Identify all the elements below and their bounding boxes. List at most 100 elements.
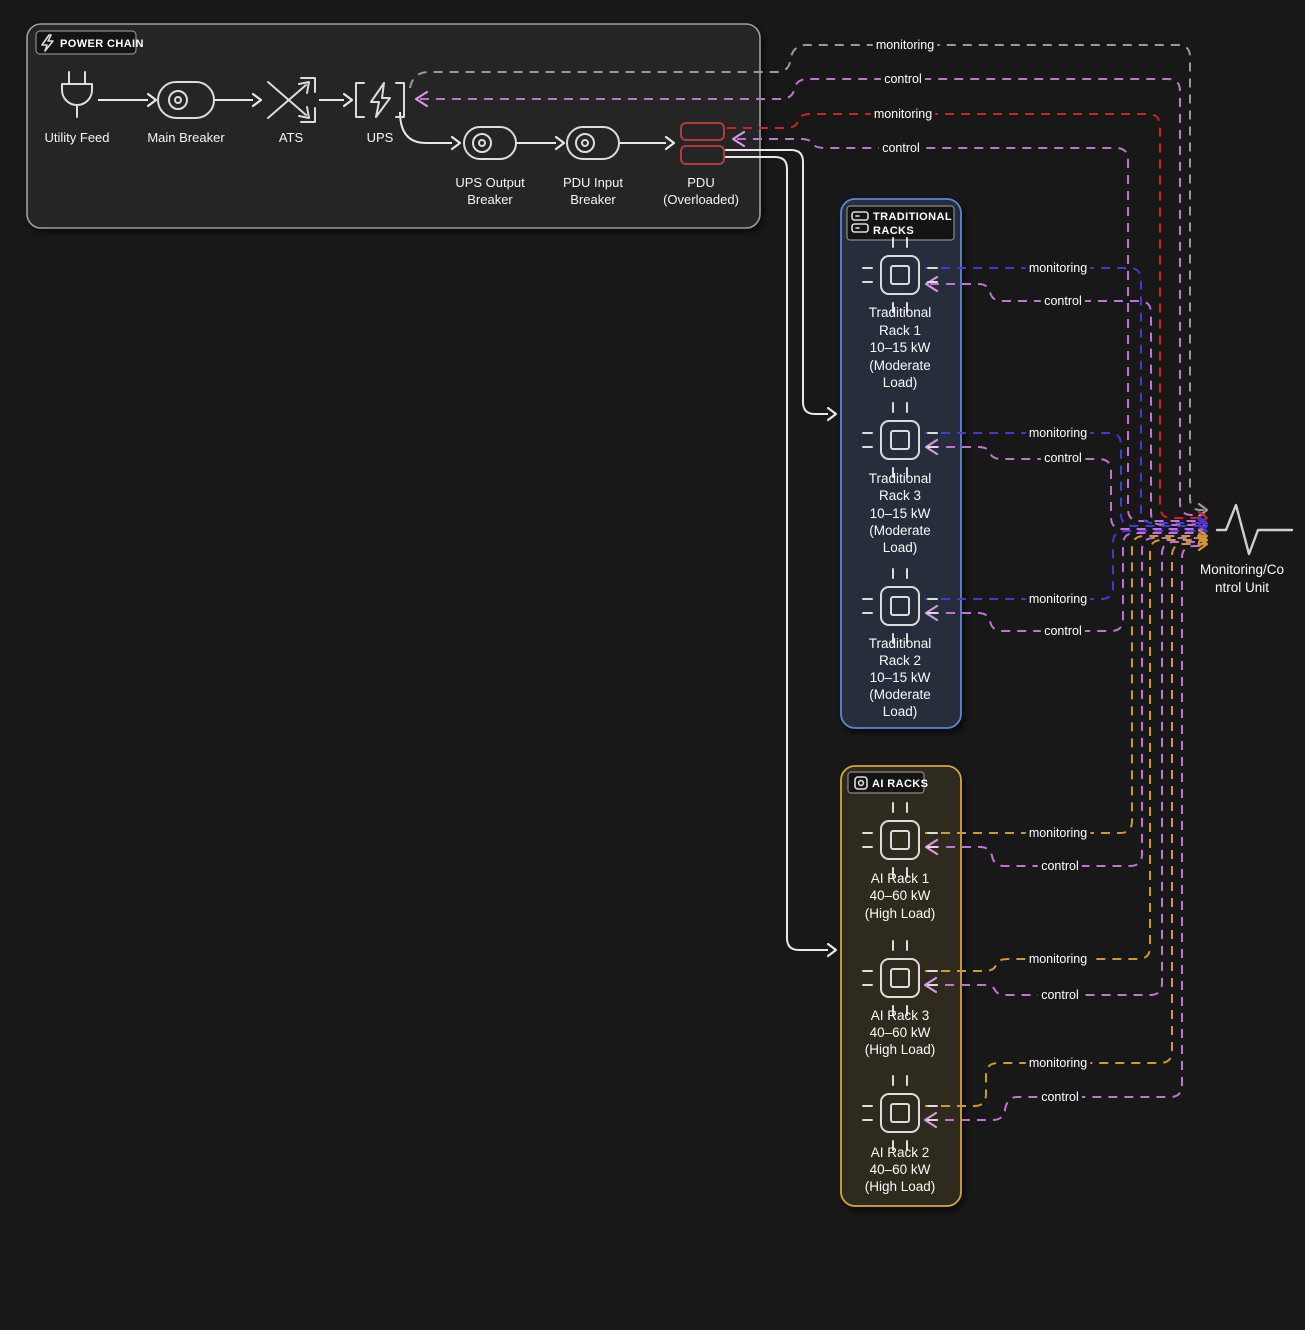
node-ups-output-breaker[interactable]: UPS Output Breaker [455, 126, 525, 207]
edge-pdu-to-traditional-racks[interactable] [725, 149, 838, 422]
rack-label: AI Rack 2 [871, 1145, 930, 1160]
edge-label-control: control [1041, 1090, 1079, 1104]
power-chain-box[interactable] [26, 23, 761, 229]
edge-main-breaker-to-ats[interactable] [214, 92, 263, 108]
breaker-icon [463, 126, 517, 160]
edge-ups-to-ups-output-breaker[interactable] [399, 111, 462, 151]
transfer-switch-icon [267, 77, 316, 123]
edge-utility-to-main-breaker[interactable] [98, 92, 158, 108]
rack-label: 10–15 kW [870, 506, 931, 521]
node-monitoring-control-unit[interactable]: Monitoring/Co ntrol Unit [1200, 503, 1294, 595]
traditional-racks-header: TRADITIONAL RACKS [846, 205, 955, 241]
edge-label-monitoring: monitoring [874, 107, 932, 121]
edge-control-ups[interactable] [414, 78, 1205, 516]
node-ups[interactable]: UPS [355, 82, 405, 145]
rack-label: 40–60 kW [870, 888, 931, 903]
rack-label: 10–15 kW [870, 670, 931, 685]
node-traditional-rack-1[interactable]: Traditional Rack 1 10–15 kW (Moderate Lo… [862, 237, 938, 390]
chip-icon [862, 237, 938, 313]
traditional-racks-box[interactable] [840, 198, 962, 729]
rack-label: Load) [883, 540, 918, 555]
edge-control-trad-rack-3[interactable] [924, 438, 1205, 530]
telemetry-edges [409, 44, 1209, 1129]
edge-label-control: control [1041, 859, 1079, 873]
chip-icon [862, 940, 938, 1016]
node-label: UPS [367, 130, 394, 145]
edge-label-monitoring: monitoring [1029, 426, 1087, 440]
rack-label: Load) [883, 375, 918, 390]
edge-monitoring-ai-rack-2[interactable] [925, 536, 1209, 1107]
rack-label: Load) [883, 704, 918, 719]
node-label: PDU Input [563, 175, 623, 190]
edge-label-monitoring: monitoring [1029, 826, 1087, 840]
node-label: Utility Feed [44, 130, 109, 145]
edge-ups-output-to-pdu-input[interactable] [516, 135, 566, 151]
ai-racks-title: AI RACKS [872, 778, 928, 790]
edge-monitoring-ai-rack-1[interactable] [925, 528, 1209, 834]
breaker-toggle-icon [575, 133, 595, 153]
edge-label-monitoring: monitoring [876, 38, 934, 52]
node-ai-rack-3[interactable]: AI Rack 3 40–60 kW (High Load) [862, 940, 938, 1057]
node-pdu-overloaded[interactable]: PDU (Overloaded) [663, 122, 739, 207]
node-label: Breaker [467, 192, 513, 207]
node-ai-rack-2[interactable]: AI Rack 2 40–60 kW (High Load) [862, 1075, 938, 1194]
unit-label: Monitoring/Co [1200, 562, 1284, 577]
node-utility-feed[interactable]: Utility Feed [44, 71, 110, 145]
breaker-dot-icon [581, 139, 589, 147]
rack-label: (High Load) [865, 1042, 936, 1057]
edge-monitoring-pdu[interactable] [727, 113, 1209, 526]
edge-label-control: control [1044, 294, 1082, 308]
pdu-outlet-icon [680, 122, 725, 141]
rack-label: AI Rack 1 [871, 871, 930, 886]
edge-control-trad-rack-1[interactable] [924, 275, 1205, 526]
pdu-outlet-icon [680, 145, 725, 165]
chip-icon [862, 802, 938, 878]
edge-label-monitoring: monitoring [1029, 592, 1087, 606]
node-label: Main Breaker [147, 130, 225, 145]
activity-pulse-icon [1215, 503, 1294, 556]
node-pdu-input-breaker[interactable]: PDU Input Breaker [563, 126, 623, 207]
node-traditional-rack-3[interactable]: Traditional Rack 3 10–15 kW (Moderate Lo… [862, 402, 938, 555]
chip-icon [862, 568, 938, 644]
rack-label: 10–15 kW [870, 340, 931, 355]
power-flow-edges [98, 92, 838, 958]
edge-label-monitoring: monitoring [1029, 952, 1087, 966]
edge-pdu-input-to-pdu[interactable] [619, 135, 676, 151]
power-chain-header: POWER CHAIN [35, 30, 143, 55]
edge-control-ai-rack-3[interactable] [923, 541, 1205, 996]
edge-pdu-to-ai-racks[interactable] [725, 156, 838, 958]
node-traditional-rack-2[interactable]: Traditional Rack 2 10–15 kW (Moderate Lo… [862, 568, 938, 719]
rack-label: (Moderate [869, 687, 931, 702]
edge-label-control: control [1041, 988, 1079, 1002]
ups-battery-icon [355, 82, 405, 118]
edge-label-control: control [884, 72, 922, 86]
edge-monitoring-trad-rack-2[interactable] [925, 523, 1209, 600]
edge-control-trad-rack-2[interactable] [924, 532, 1205, 632]
breaker-dot-icon [478, 139, 486, 147]
plug-icon [61, 71, 93, 118]
traditional-racks-title: TRADITIONAL [873, 211, 952, 223]
rack-label: Rack 1 [879, 323, 921, 338]
node-ai-rack-1[interactable]: AI Rack 1 40–60 kW (High Load) [862, 802, 938, 921]
node-main-breaker[interactable]: Main Breaker [147, 81, 225, 145]
chip-icon [862, 1075, 938, 1151]
breaker-icon [157, 81, 215, 119]
edge-ats-to-ups[interactable] [319, 92, 354, 108]
node-label: Breaker [570, 192, 616, 207]
rack-label: (Moderate [869, 523, 931, 538]
edge-control-pdu[interactable] [731, 130, 1205, 522]
rack-label: (High Load) [865, 906, 936, 921]
rack-label: 40–60 kW [870, 1025, 931, 1040]
edge-control-ai-rack-1[interactable] [924, 537, 1205, 867]
edge-control-ai-rack-2[interactable] [923, 545, 1205, 1129]
rack-label: AI Rack 3 [871, 1008, 930, 1023]
edge-label-control: control [1044, 624, 1082, 638]
rack-label: Traditional [869, 471, 932, 486]
rack-label: Traditional [869, 636, 932, 651]
traditional-racks-title: RACKS [873, 225, 914, 237]
node-ats[interactable]: ATS [267, 77, 316, 145]
rack-label: (High Load) [865, 1179, 936, 1194]
ai-racks-header: AI RACKS [847, 771, 928, 794]
rack-label: Traditional [869, 305, 932, 320]
